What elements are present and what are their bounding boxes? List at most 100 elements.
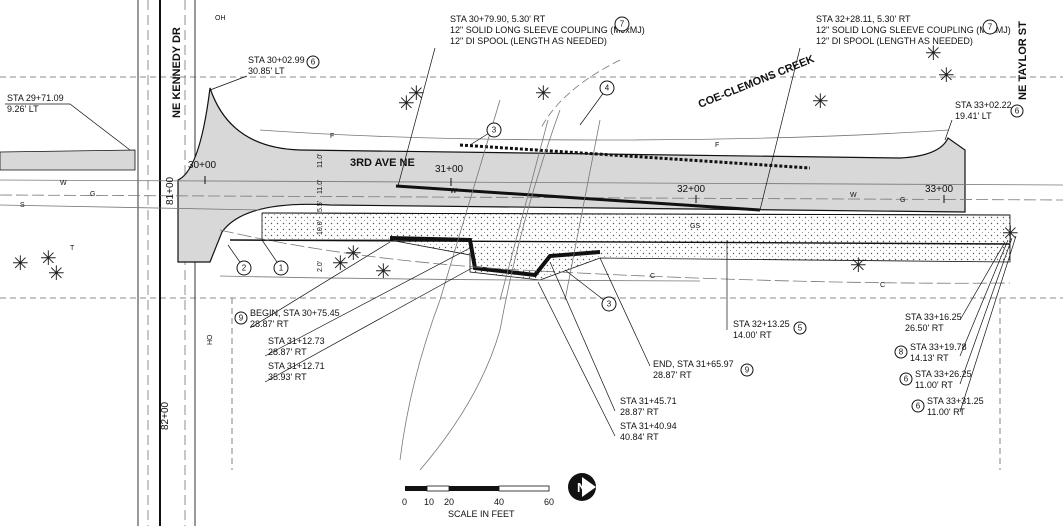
svg-text:2: 2	[242, 264, 247, 273]
callout: STA 31+40.94 40.84' RT	[537, 281, 677, 442]
svg-text:28.87' RT: 28.87' RT	[268, 347, 307, 357]
svg-text:14.00' RT: 14.00' RT	[733, 330, 772, 340]
callout: 8 STA 33+19.78 14.13' RT	[894, 239, 1009, 363]
svg-text:40.84' RT: 40.84' RT	[620, 432, 659, 442]
dimension-label: 11.0'	[317, 180, 324, 194]
svg-text:C: C	[650, 273, 655, 280]
keynote-marker: 3	[469, 122, 502, 146]
creek-lines	[399, 59, 621, 471]
svg-text:C: C	[880, 282, 885, 289]
svg-text:W: W	[850, 192, 857, 199]
callout: 9 BEGIN, STA 30+75.45 28.87' RT	[234, 241, 391, 329]
callout: STA 29+71.09 9.26' LT	[5, 93, 131, 151]
svg-text:SCALE IN FEET: SCALE IN FEET	[448, 509, 515, 519]
svg-text:7: 7	[988, 23, 993, 32]
dimension-label: 2.0'	[317, 261, 324, 272]
svg-text:✳: ✳	[40, 246, 57, 270]
svg-text:6: 6	[916, 402, 921, 411]
vegetation: ✳✳✳ ✳✳✳ ✳✳✳ ✳✳✳ ✳✳	[12, 41, 1019, 285]
callout: STA 30+02.99 30.85' LT 6	[209, 55, 320, 91]
svg-text:✳: ✳	[938, 63, 955, 87]
svg-text:STA 30+02.99: STA 30+02.99	[248, 55, 305, 65]
svg-text:BEGIN, STA 30+75.45: BEGIN, STA 30+75.45	[250, 308, 340, 318]
svg-text:✳: ✳	[408, 81, 425, 105]
svg-text:1: 1	[279, 264, 284, 273]
callout: 6 STA 33+26.25 11.00' RT	[899, 237, 1013, 390]
station-ticks	[204, 176, 945, 203]
svg-text:✳: ✳	[48, 261, 65, 285]
third-ave-roadway	[0, 87, 966, 263]
third-ave-label: 3RD AVE NE	[350, 157, 415, 169]
svg-text:STA 31+45.71: STA 31+45.71	[620, 396, 677, 406]
svg-text:END, STA 31+65.97: END, STA 31+65.97	[653, 359, 734, 369]
svg-text:7: 7	[620, 20, 625, 29]
svg-text:OH: OH	[215, 15, 226, 22]
callout: STA 32+28.11, 5.30' RT 12" SOLID LONG SL…	[759, 14, 1011, 211]
svg-text:STA 31+12.71: STA 31+12.71	[268, 361, 325, 371]
station-label: 30+00	[188, 160, 217, 171]
callout: STA 32+13.25 14.00' RT 5	[726, 240, 807, 340]
svg-text:S: S	[20, 202, 25, 209]
keynote-marker: 2	[227, 244, 252, 276]
callout: STA 33+16.25 26.50' RT	[905, 241, 1006, 333]
callout: STA 31+12.71 35.93' RT	[264, 267, 473, 383]
utility-letters: W W W G G S F F C C T OH HO GS	[20, 15, 905, 345]
svg-text:12" SOLID LONG SLEEVE COUPLING: 12" SOLID LONG SLEEVE COUPLING (MJxMJ)	[816, 25, 1011, 35]
svg-text:STA 29+71.09: STA 29+71.09	[7, 93, 64, 103]
station-label: 33+00	[925, 184, 954, 195]
svg-text:F: F	[330, 133, 334, 140]
svg-text:5: 5	[798, 324, 803, 333]
dimension-label: 11.0'	[317, 154, 324, 168]
svg-text:✳: ✳	[812, 89, 829, 113]
svg-text:11.00' RT: 11.00' RT	[927, 407, 965, 417]
svg-text:35.93' RT: 35.93' RT	[268, 372, 307, 382]
curb-lines	[229, 143, 1011, 245]
svg-text:0: 0	[402, 497, 407, 507]
svg-text:STA 33+19.78: STA 33+19.78	[910, 342, 967, 352]
callout: STA 30+79.90, 5.30' RT 12" SOLID LONG SL…	[397, 14, 645, 187]
dimension-label: 5.5'	[317, 201, 324, 212]
callout: STA 31+12.73 28.87' RT	[264, 247, 471, 357]
svg-text:STA 31+40.94: STA 31+40.94	[620, 421, 677, 431]
kennedy-dr-road	[137, 0, 196, 526]
svg-text:6: 6	[904, 375, 909, 384]
callout: 6 STA 33+31.25 11.00' RT	[911, 235, 1017, 417]
svg-text:9: 9	[239, 314, 244, 323]
svg-text:28.87' RT: 28.87' RT	[620, 407, 659, 417]
callout: STA 31+45.71 28.87' RT	[549, 261, 677, 417]
svg-text:11.00' RT: 11.00' RT	[915, 380, 953, 390]
svg-text:9: 9	[745, 366, 750, 375]
svg-text:✳: ✳	[398, 91, 415, 115]
svg-text:✳: ✳	[535, 81, 552, 105]
svg-text:12" SOLID LONG SLEEVE COUPLING: 12" SOLID LONG SLEEVE COUPLING (MJxMJ)	[450, 25, 645, 35]
svg-text:28.87' RT: 28.87' RT	[653, 370, 692, 380]
station-label: 32+00	[677, 184, 706, 195]
svg-text:G: G	[90, 191, 95, 198]
svg-text:✳: ✳	[1002, 221, 1019, 245]
station-label: 82+00	[160, 401, 171, 430]
svg-text:STA 31+12.73: STA 31+12.73	[268, 336, 325, 346]
svg-text:28.87' RT: 28.87' RT	[250, 319, 289, 329]
callout: STA 33+02.22 19.41' LT 6	[944, 100, 1024, 141]
svg-text:6: 6	[1015, 107, 1020, 116]
svg-text:W: W	[450, 188, 457, 195]
dimension-label: 10.0'	[317, 220, 324, 235]
svg-text:60: 60	[544, 497, 554, 507]
svg-text:9.26' LT: 9.26' LT	[7, 104, 39, 114]
svg-text:F: F	[715, 142, 719, 149]
svg-text:40: 40	[494, 497, 504, 507]
svg-text:✳: ✳	[925, 41, 942, 65]
callout: END, STA 31+65.97 28.87' RT 9	[599, 257, 754, 380]
svg-text:HO: HO	[207, 334, 214, 345]
svg-text:10: 10	[424, 497, 434, 507]
svg-text:✳: ✳	[332, 251, 349, 275]
svg-text:STA 32+28.11, 5.30' RT: STA 32+28.11, 5.30' RT	[816, 14, 911, 24]
svg-text:STA 33+02.22: STA 33+02.22	[955, 100, 1012, 110]
svg-text:✳: ✳	[850, 253, 867, 277]
svg-text:✳: ✳	[375, 259, 392, 283]
svg-text:12" DI SPOOL (LENGTH AS NEEDED: 12" DI SPOOL (LENGTH AS NEEDED)	[450, 36, 607, 46]
svg-text:3: 3	[492, 126, 497, 135]
station-label: 81+00	[165, 176, 176, 205]
kennedy-dr-label: NE KENNEDY DR	[171, 27, 183, 118]
